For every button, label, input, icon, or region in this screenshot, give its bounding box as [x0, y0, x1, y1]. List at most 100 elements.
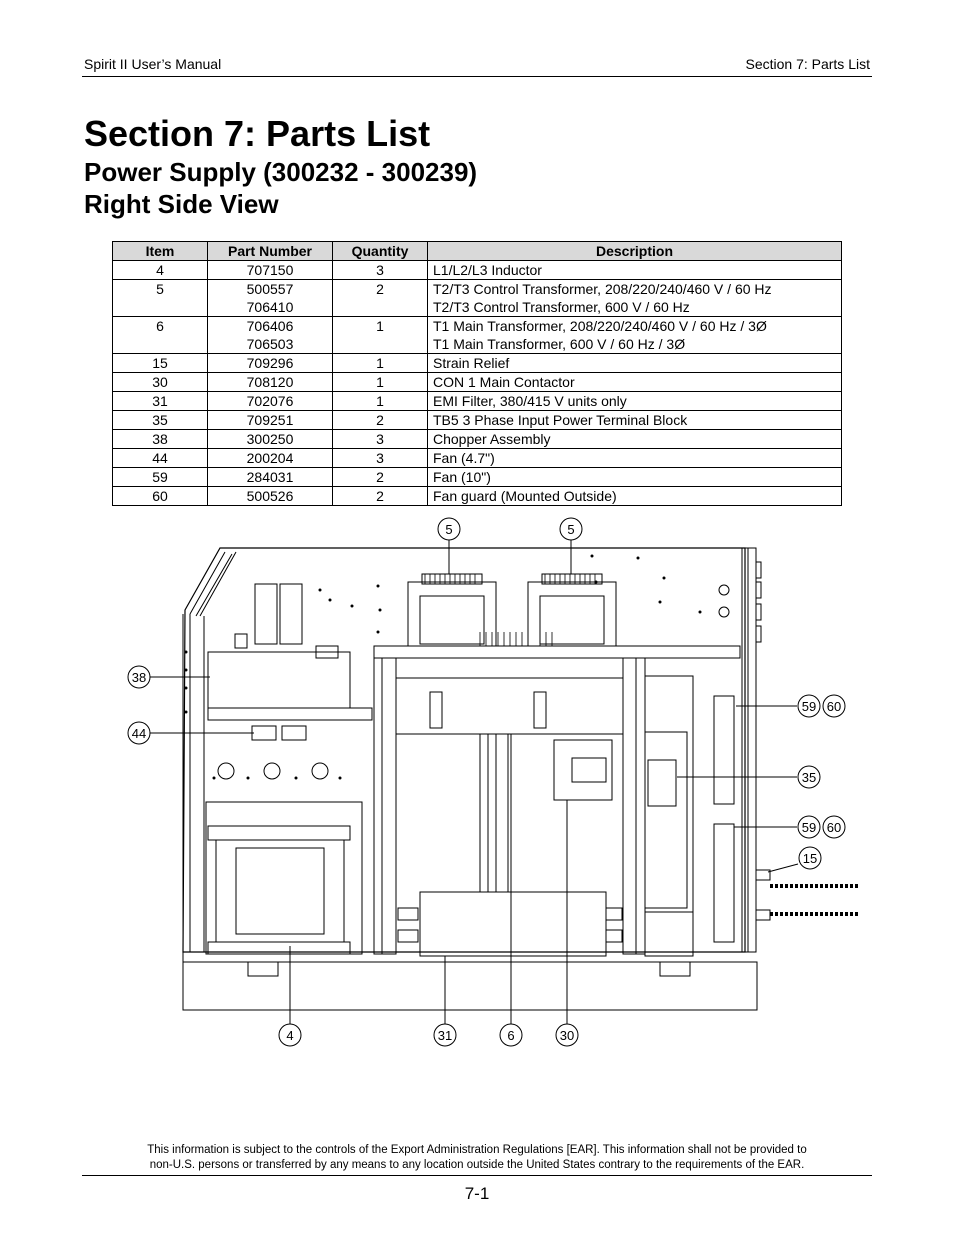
page-subtitle-view: Right Side View [84, 189, 279, 219]
inductor [207, 825, 351, 955]
export-control-notice: This information is subject to the contr… [82, 1143, 872, 1173]
callout-item-60-upper [822, 694, 846, 718]
page-title: Section 7: Parts List [84, 113, 431, 154]
cell-description: Fan (4.7") [427, 448, 842, 468]
strain-relief-cables [755, 869, 858, 921]
description-line: T2/T3 Control Transformer, 600 V / 60 Hz [433, 299, 690, 315]
cell-part-number: 200204 [207, 448, 333, 468]
cell-part-number: 709251 [207, 410, 333, 430]
callout-item-15 [798, 846, 822, 870]
part-number-line: 706406 [246, 318, 294, 334]
cell-quantity: 3 [332, 448, 428, 468]
callout-label-35: 35 [802, 770, 816, 785]
callout-item-5-right [559, 517, 583, 541]
cell-item: 15 [112, 353, 208, 373]
header-manual-title: Spirit II User’s Manual [84, 56, 222, 72]
emi-filter [419, 891, 607, 957]
cell-part-number: 706406 706503 [207, 316, 333, 354]
callout-item-60-lower [822, 815, 846, 839]
table-row: 59 284031 2 Fan (10") [112, 467, 842, 487]
callout-label-60-lower: 60 [827, 820, 841, 835]
column-header-part-number: Part Number [207, 241, 333, 261]
cell-part-number: 707150 [207, 260, 333, 280]
fan-large-lower [713, 823, 735, 943]
callout-item-6 [499, 1023, 523, 1047]
callout-item-35 [797, 765, 821, 789]
right-side-panel [741, 547, 757, 953]
callout-label-44: 44 [132, 726, 146, 741]
description-line: T1 Main Transformer, 600 V / 60 Hz / 3Ø [433, 336, 686, 352]
callout-item-31 [433, 1023, 457, 1047]
part-number-line: 706503 [246, 336, 294, 352]
header-section-title: Section 7: Parts List [745, 56, 870, 72]
cell-item: 30 [112, 372, 208, 392]
description-line: T1 Main Transformer, 208/220/240/460 V /… [433, 318, 767, 334]
cell-quantity: 3 [332, 260, 428, 280]
callout-item-5-left [437, 517, 461, 541]
cell-quantity: 1 [332, 372, 428, 392]
callout-item-4 [278, 1023, 302, 1047]
cell-quantity: 3 [332, 429, 428, 449]
cell-quantity: 2 [332, 410, 428, 430]
cell-item: 5 [112, 279, 208, 317]
callout-label-59-upper: 59 [802, 699, 816, 714]
table-row: 60 500526 2 Fan guard (Mounted Outside) [112, 486, 842, 506]
cell-part-number: 702076 [207, 391, 333, 411]
cabinet-outline [182, 547, 746, 953]
callout-label-59-lower: 59 [802, 820, 816, 835]
callout-label-30: 30 [560, 1028, 574, 1043]
control-transformer-right [527, 573, 617, 647]
cell-description: Strain Relief [427, 353, 842, 373]
cell-description: EMI Filter, 380/415 V units only [427, 391, 842, 411]
table-row: 38 300250 3 Chopper Assembly [112, 429, 842, 449]
description-line: T2/T3 Control Transformer, 208/220/240/4… [433, 281, 772, 297]
base-rail [182, 961, 758, 1011]
table-row: 15 709296 1 Strain Relief [112, 353, 842, 373]
cabinet-left-wall [182, 614, 205, 952]
table-row: 4 707150 3 L1/L2/L3 Inductor [112, 260, 842, 280]
callout-label-15: 15 [803, 851, 817, 866]
fan-small [251, 725, 307, 741]
power-supply-right-side-diagram: 5 5 38 44 59 60 35 59 60 15 4 31 6 30 [127, 517, 858, 1047]
cabinet-left-slant [189, 551, 237, 617]
cell-description: Fan guard (Mounted Outside) [427, 486, 842, 506]
callout-label-5-left: 5 [445, 522, 452, 537]
control-transformer-left [407, 573, 497, 647]
export-notice-line-1: This information is subject to the contr… [147, 1144, 807, 1156]
cell-quantity: 1 [332, 391, 428, 411]
callout-item-59-upper [797, 694, 821, 718]
callout-label-5-right: 5 [567, 522, 574, 537]
callout-item-30 [555, 1023, 579, 1047]
right-channel [622, 657, 646, 955]
cell-description: Fan (10") [427, 467, 842, 487]
cell-quantity: 2 [332, 467, 428, 487]
page-number: 7-1 [464, 1184, 490, 1203]
page-subtitle: Power Supply (300232 - 300239) [84, 157, 478, 187]
callout-label-60-upper: 60 [827, 699, 841, 714]
table-row: 31 702076 1 EMI Filter, 380/415 V units … [112, 391, 842, 411]
cell-item: 60 [112, 486, 208, 506]
cell-item: 38 [112, 429, 208, 449]
table-header-row: Item Part Number Quantity Description [112, 241, 842, 261]
cell-description: L1/L2/L3 Inductor [427, 260, 842, 280]
fan-large-upper [713, 695, 735, 805]
callout-label-6: 6 [507, 1028, 514, 1043]
main-transformer [644, 675, 694, 913]
cell-item: 31 [112, 391, 208, 411]
table-row: 30 708120 1 CON 1 Main Contactor [112, 372, 842, 392]
column-header-item: Item [112, 241, 208, 261]
cell-item: 6 [112, 316, 208, 354]
cell-description: T1 Main Transformer, 208/220/240/460 V /… [427, 316, 842, 354]
header-rule [82, 76, 872, 77]
cell-quantity: 2 [332, 486, 428, 506]
callout-item-59-lower [797, 815, 821, 839]
screw-dots [184, 554, 702, 780]
cell-description: CON 1 Main Contactor [427, 372, 842, 392]
part-number-line: 500557 [246, 281, 294, 297]
cell-part-number: 500526 [207, 486, 333, 506]
leader-lines [150, 539, 799, 1024]
callout-label-31: 31 [438, 1028, 452, 1043]
callout-label-38: 38 [132, 670, 146, 685]
cell-part-number: 708120 [207, 372, 333, 392]
